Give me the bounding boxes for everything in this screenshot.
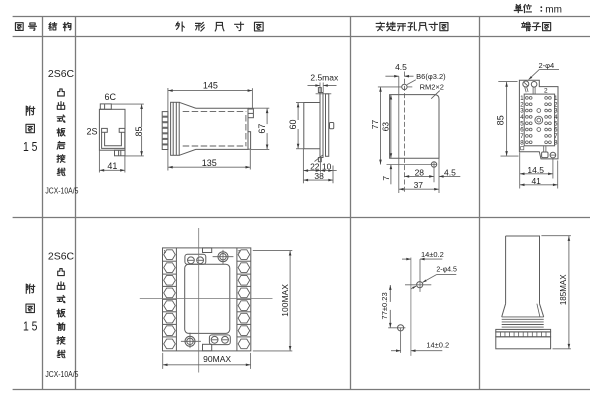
svg-text:JCX-10A/5: JCX-10A/5 <box>45 370 78 379</box>
svg-text:2-φ4: 2-φ4 <box>538 61 554 70</box>
svg-text:7: 7 <box>381 176 391 181</box>
svg-text:2-φ4.5: 2-φ4.5 <box>436 266 457 273</box>
svg-text:JCX-10A/5: JCX-10A/5 <box>45 187 78 196</box>
svg-text:41: 41 <box>531 176 541 186</box>
svg-text:63: 63 <box>381 122 391 132</box>
svg-text:145: 145 <box>203 80 218 90</box>
svg-text:4: 4 <box>554 115 558 121</box>
svg-text:2: 2 <box>544 88 548 95</box>
svg-text:77±0.23: 77±0.23 <box>380 292 389 319</box>
svg-text:2S6C: 2S6C <box>48 251 75 263</box>
svg-text:7: 7 <box>238 249 241 254</box>
svg-text:3: 3 <box>520 109 524 115</box>
svg-text:2: 2 <box>554 102 558 108</box>
svg-text:5: 5 <box>554 121 558 127</box>
svg-text:4.5: 4.5 <box>395 62 407 72</box>
svg-text:1 5: 1 5 <box>23 140 38 154</box>
svg-text:14.5: 14.5 <box>527 165 544 175</box>
svg-text:41: 41 <box>107 161 117 171</box>
svg-text:1: 1 <box>520 96 524 102</box>
svg-text:4: 4 <box>520 115 524 121</box>
svg-text:85: 85 <box>134 126 144 136</box>
svg-text:67: 67 <box>257 124 267 134</box>
svg-text:5: 5 <box>520 121 524 127</box>
svg-text:60: 60 <box>288 119 298 129</box>
svg-text:6C: 6C <box>105 92 117 102</box>
svg-text:14±0.2: 14±0.2 <box>426 341 449 350</box>
svg-text:2.5max: 2.5max <box>310 73 339 83</box>
svg-text:185MAX: 185MAX <box>559 274 568 305</box>
svg-text:1: 1 <box>164 249 167 254</box>
svg-text:8: 8 <box>520 140 524 146</box>
svg-text:3: 3 <box>554 109 558 115</box>
svg-text:90MAX: 90MAX <box>203 354 231 364</box>
svg-text:2: 2 <box>520 102 524 108</box>
svg-text:10: 10 <box>322 161 332 171</box>
svg-text:37: 37 <box>414 180 424 190</box>
svg-text:38: 38 <box>314 171 324 181</box>
svg-text:135: 135 <box>202 158 217 168</box>
svg-text:4.5: 4.5 <box>444 168 456 178</box>
svg-text:1 5: 1 5 <box>23 320 38 334</box>
svg-text:6: 6 <box>554 128 558 134</box>
svg-text:8: 8 <box>554 140 558 146</box>
svg-text:RM2×2: RM2×2 <box>420 83 444 92</box>
svg-text:85: 85 <box>495 115 505 125</box>
svg-text:22: 22 <box>310 161 320 171</box>
svg-text:1: 1 <box>554 96 558 102</box>
svg-text:77: 77 <box>370 120 380 130</box>
svg-text:7: 7 <box>554 134 558 140</box>
svg-text:B6(φ3.2): B6(φ3.2) <box>416 72 446 81</box>
svg-text:2S: 2S <box>86 127 97 137</box>
svg-text:2S6C: 2S6C <box>48 68 75 80</box>
svg-text:mm: mm <box>545 4 562 15</box>
svg-text:7: 7 <box>520 134 524 140</box>
svg-text:14±0.2: 14±0.2 <box>421 250 444 259</box>
svg-text:100MAX: 100MAX <box>280 284 290 317</box>
svg-text:6: 6 <box>520 128 524 134</box>
svg-text:28: 28 <box>415 167 425 177</box>
